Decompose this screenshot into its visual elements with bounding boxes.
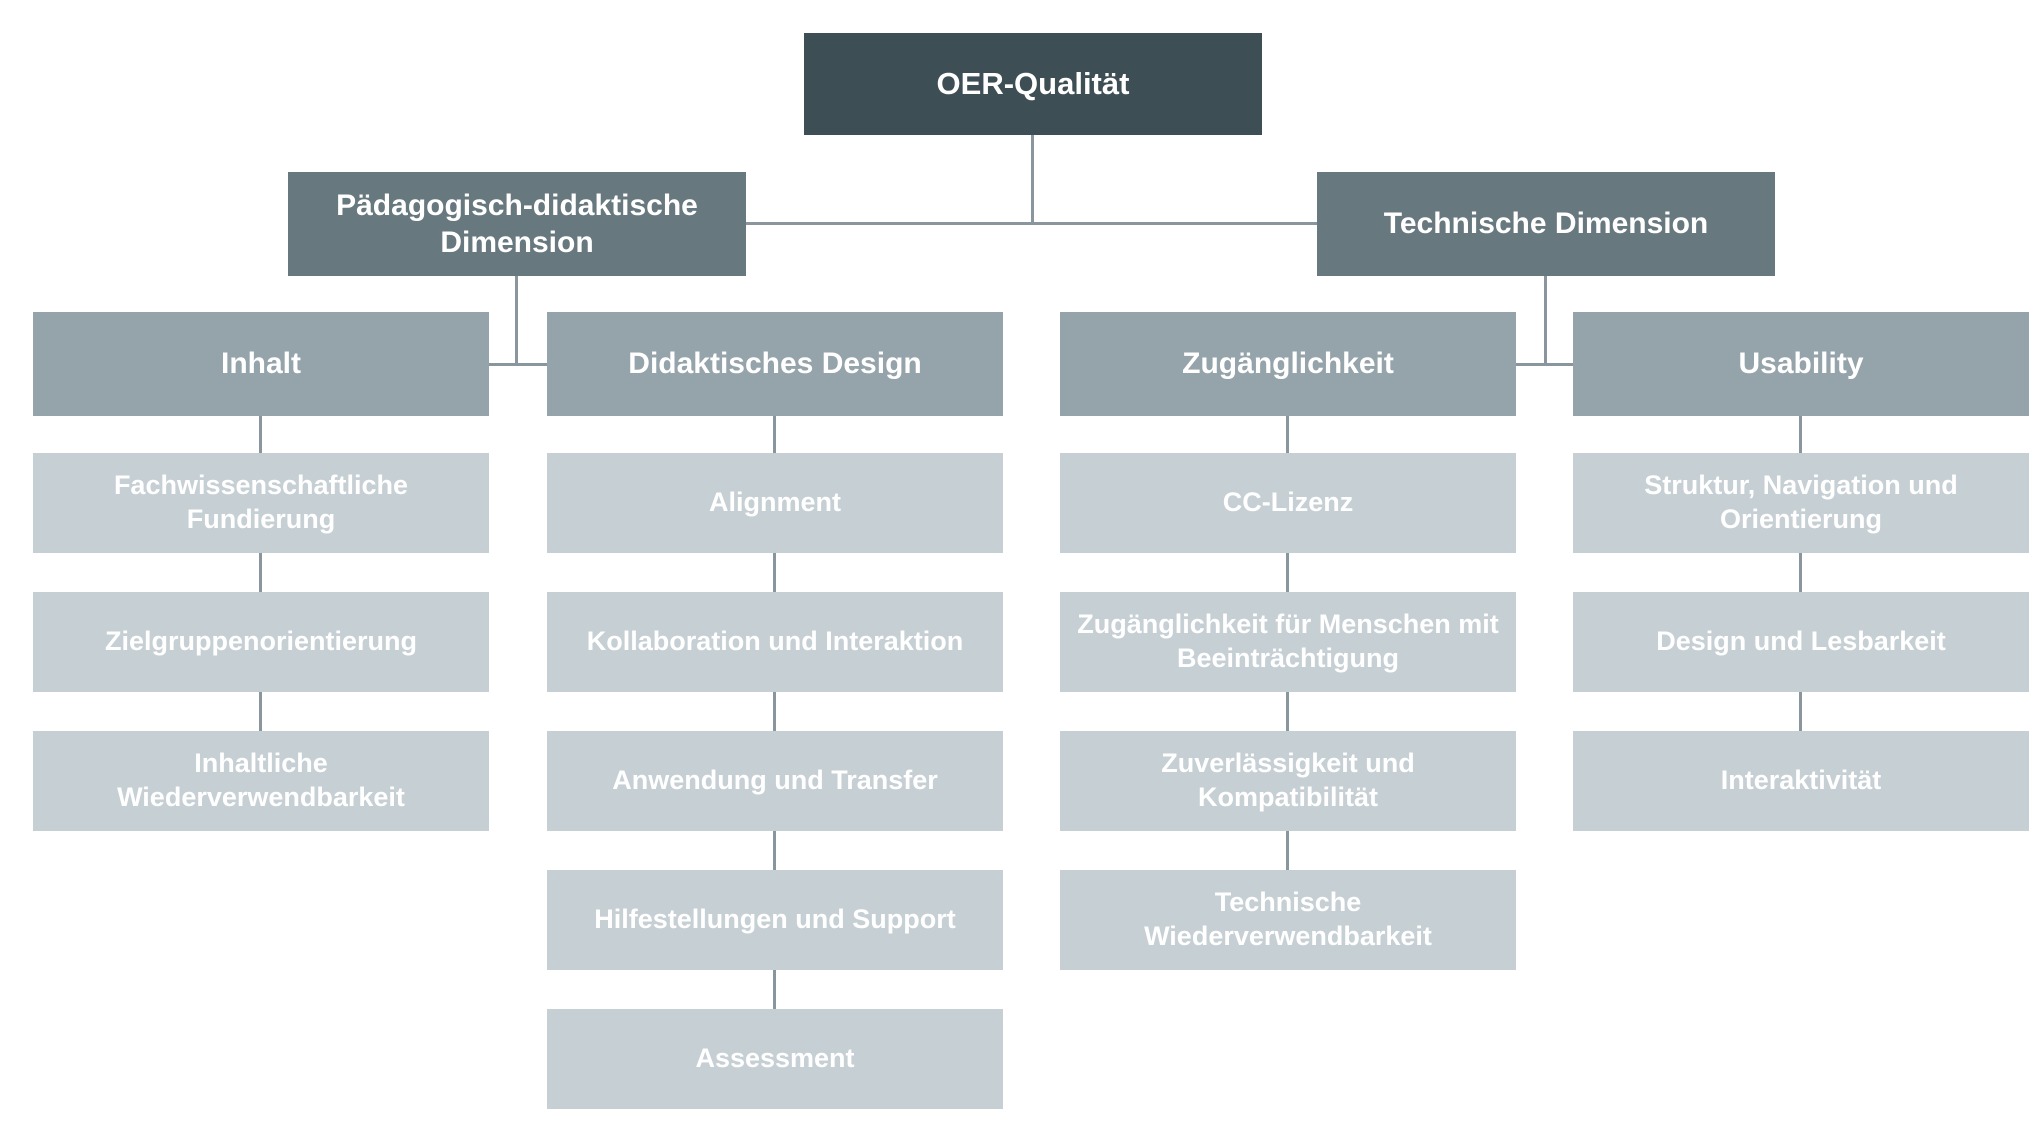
item-node: Inhaltliche Wiederverwendbarkeit	[33, 731, 489, 831]
connector-column-4-vertical	[1799, 416, 1802, 734]
column-header-usability: Usability	[1573, 312, 2029, 416]
connector-dim2-vertical	[1544, 276, 1547, 366]
dimension-node-paedagogisch-didaktisch: Pädagogisch-didaktische Dimension	[288, 172, 746, 276]
connector-headers-1-2	[489, 363, 547, 366]
connector-column-2-vertical	[773, 416, 776, 1012]
item-node: Assessment	[547, 1009, 1003, 1109]
item-node: Struktur, Navigation und Orientierung	[1573, 453, 2029, 553]
connector-dim1-vertical	[515, 276, 518, 366]
connector-root-vertical	[1031, 135, 1034, 225]
connector-column-1-vertical	[259, 416, 262, 734]
column-header-inhalt: Inhalt	[33, 312, 489, 416]
column-header-zugaenglichkeit: Zugänglichkeit	[1060, 312, 1516, 416]
item-node: Anwendung und Transfer	[547, 731, 1003, 831]
item-node: Zuverlässigkeit und Kompatibilität	[1060, 731, 1516, 831]
item-node: Design und Lesbarkeit	[1573, 592, 2029, 692]
item-node: Technische Wiederverwendbarkeit	[1060, 870, 1516, 970]
root-node-oer-qualitaet: OER-Qualität	[804, 33, 1262, 135]
item-node: CC-Lizenz	[1060, 453, 1516, 553]
item-node: Fachwissenschaftliche Fundierung	[33, 453, 489, 553]
column-header-didaktisches-design: Didaktisches Design	[547, 312, 1003, 416]
item-node: Hilfestellungen und Support	[547, 870, 1003, 970]
connector-dimensions-horizontal	[746, 222, 1317, 225]
item-node: Zielgruppenorientierung	[33, 592, 489, 692]
item-node: Kollaboration und Interaktion	[547, 592, 1003, 692]
item-node: Zugänglichkeit für Menschen mit Beeinträ…	[1060, 592, 1516, 692]
connector-headers-3-4	[1516, 363, 1573, 366]
item-node: Alignment	[547, 453, 1003, 553]
dimension-node-technisch: Technische Dimension	[1317, 172, 1775, 276]
item-node: Interaktivität	[1573, 731, 2029, 831]
